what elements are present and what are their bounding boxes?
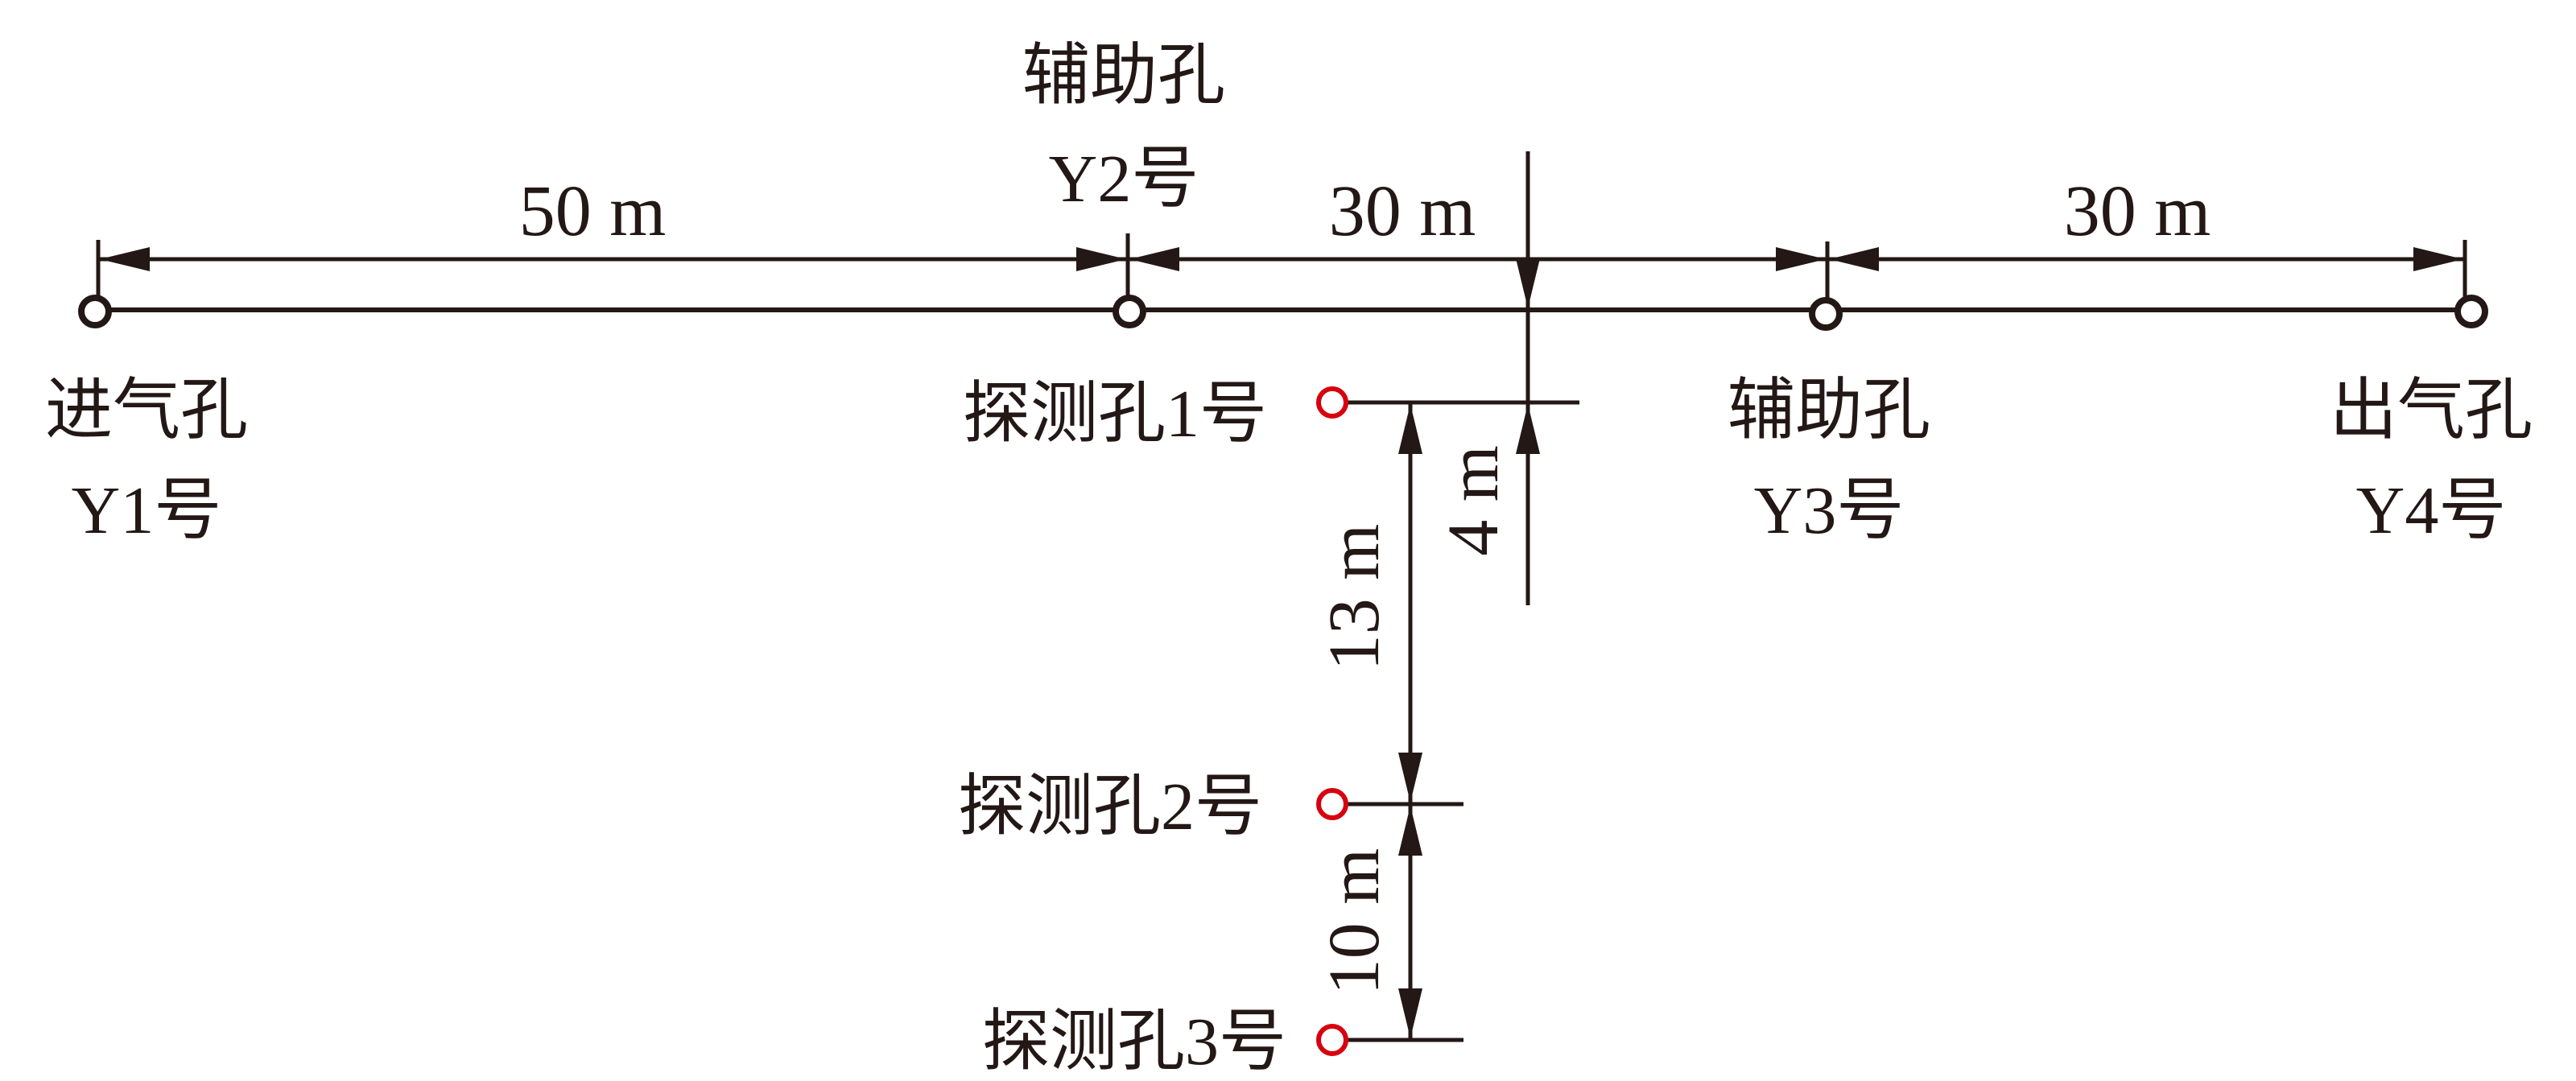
hole-y2-marker — [1113, 295, 1146, 328]
arrow-y2-left — [1076, 247, 1126, 271]
probe-3-marker — [1316, 1024, 1348, 1056]
arrow-p1-up — [1516, 404, 1540, 454]
dim-y3-y4: 30 m — [2064, 171, 2211, 251]
dim-p2-p3: 10 m — [1315, 848, 1394, 996]
hole-y3-id: Y3号 — [1754, 473, 1905, 548]
arrow-y3-left — [1776, 247, 1826, 271]
probe-1-marker — [1316, 386, 1348, 419]
arrow-p2-up — [1398, 753, 1422, 802]
hole-y1-id: Y1号 — [72, 473, 222, 548]
hole-y4-name: 出气孔 — [2330, 373, 2533, 448]
dim-line-p1: 4 m — [1434, 445, 1513, 556]
dim-y2-y3: 30 m — [1329, 171, 1476, 251]
hole-y1-name: 进气孔 — [45, 373, 248, 448]
probe-3-label: 探测孔3号 — [982, 1005, 1286, 1079]
probe-2-label: 探测孔2号 — [958, 769, 1262, 844]
hole-y4-marker — [2454, 295, 2488, 328]
hole-y2-name: 辅助孔 — [1022, 39, 1225, 113]
probe-1-label: 探测孔1号 — [963, 377, 1267, 452]
hole-y3-marker — [1809, 297, 1843, 331]
hole-y1-marker — [78, 295, 112, 328]
arrow-y3-right — [1829, 247, 1879, 271]
arrow-y2-right — [1129, 247, 1179, 271]
probe-2-marker — [1316, 788, 1348, 820]
arrow-p3-up — [1398, 988, 1422, 1038]
arrow-p1-down — [1398, 404, 1422, 454]
arrow-y1-right — [100, 247, 150, 271]
hole-y2-id: Y2号 — [1049, 142, 1199, 217]
hole-y4-id: Y4号 — [2356, 473, 2507, 548]
arrow-p2-down — [1398, 806, 1422, 856]
dim-p1-p2: 13 m — [1315, 524, 1394, 671]
dim-y1-y2: 50 m — [519, 171, 667, 251]
arrow-y4-left — [2413, 247, 2463, 271]
hole-y3-name: 辅助孔 — [1728, 373, 1930, 448]
arrow-line-down — [1516, 258, 1540, 308]
